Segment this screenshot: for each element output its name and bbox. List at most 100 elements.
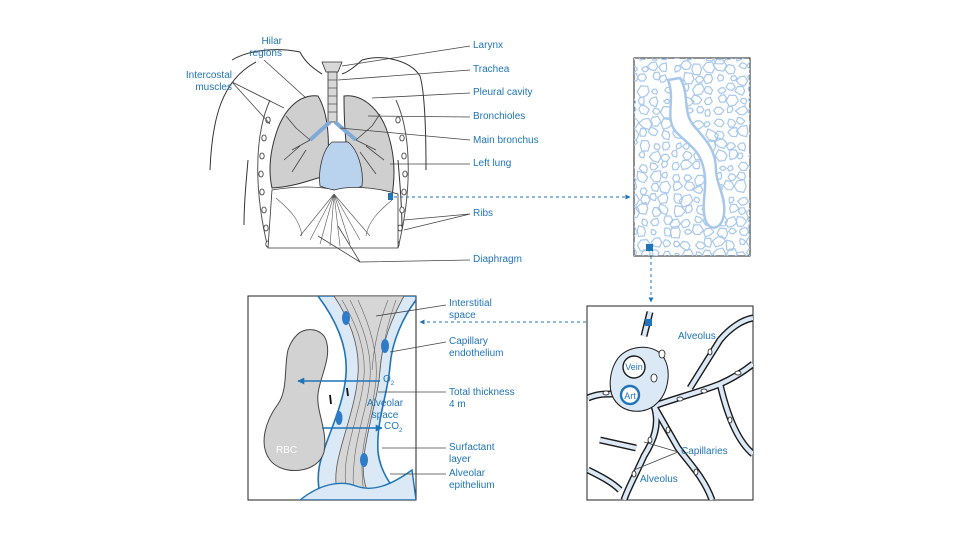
alveolus-cell <box>735 58 744 62</box>
alveolus-cell <box>748 120 750 125</box>
larynx <box>321 61 343 73</box>
alveolus-cell <box>729 75 738 82</box>
alveolus-cell <box>734 105 749 116</box>
alveolus-cell <box>636 85 650 99</box>
alveolus-cell <box>661 141 671 151</box>
alveolus-cell <box>650 228 657 236</box>
alveolus-cell <box>627 86 634 94</box>
label-interstitial-space: Interstitial space <box>449 298 492 322</box>
alveolus-cell <box>727 173 737 182</box>
alveolus-cell <box>674 58 680 59</box>
alveolus-cell <box>634 213 636 223</box>
alveolus-cell <box>658 74 668 84</box>
thorax-illustration <box>209 49 427 249</box>
label-o2-sub: 2 <box>390 381 395 387</box>
alveolus-cell <box>694 75 705 84</box>
alveolus-cell <box>749 177 750 180</box>
label-vein: Vein <box>625 362 643 372</box>
label-main-bronchus: Main bronchus <box>473 135 539 146</box>
alveolus-cell <box>690 94 703 105</box>
alveolus-cell <box>636 170 649 184</box>
label-trachea: Trachea <box>473 64 510 75</box>
vein <box>622 355 646 379</box>
alveolus-cell <box>658 62 668 73</box>
alveolus-cell <box>727 118 737 128</box>
alveolus-cell <box>680 218 691 229</box>
capillary-leaders <box>633 441 679 471</box>
label-line: muscles <box>195 82 232 93</box>
alveolus-cell <box>663 227 672 237</box>
alveolus-cell <box>694 215 704 224</box>
alveolus-cell <box>751 140 761 149</box>
alveolus-cell <box>745 248 750 256</box>
alveolus-cell <box>672 181 684 192</box>
alveolus-cell <box>675 142 683 150</box>
alveolus-cell <box>702 121 711 128</box>
right-lung <box>269 95 329 189</box>
alveolus-cell <box>634 181 638 192</box>
alveolus-cell <box>646 61 659 72</box>
alveolus-cell <box>738 62 748 70</box>
label-pleural-cavity: Pleural cavity <box>473 87 533 98</box>
label-co2-text: CO <box>384 421 399 432</box>
alveolus-cell <box>651 58 658 61</box>
alveolus-cell <box>634 166 635 170</box>
alveolus-cell <box>725 58 733 61</box>
alveolus-cell <box>737 207 747 215</box>
alveolus-cell <box>724 215 738 228</box>
alveolus-cell <box>634 72 639 82</box>
label-rbc: RBC <box>276 445 298 456</box>
alveolus-cell <box>636 225 647 238</box>
alveolus-cell <box>651 249 660 256</box>
alveolus-cell <box>747 224 750 236</box>
tissue-airway <box>666 76 726 229</box>
label-line: Interstitial <box>449 298 492 309</box>
alveolus-cell <box>725 94 740 108</box>
label-o2-text: O <box>383 374 391 385</box>
alveolus-cell <box>748 165 750 170</box>
alveolus-cell <box>640 194 651 205</box>
alveolus-cell <box>696 105 705 114</box>
alveolus-cell <box>647 126 659 137</box>
alveolus-cell <box>701 61 716 74</box>
alveolus-cell <box>634 154 635 156</box>
alveolus-cell <box>634 194 640 206</box>
alveolus-cell <box>659 58 669 61</box>
label-alveolar-space: Alveolar space <box>362 398 408 422</box>
lung-sample-marker <box>388 193 393 200</box>
label-diaphragm: Diaphragm <box>473 254 522 265</box>
rib-beads <box>258 116 408 248</box>
alveolus-cell <box>679 60 692 71</box>
alveolus-cell <box>739 237 747 246</box>
alveolus-cell <box>661 171 669 179</box>
alveolus-cell <box>681 150 693 161</box>
alveolus-cell <box>722 179 735 191</box>
alveolus-cell <box>648 193 657 202</box>
label-line: Alveolar <box>366 398 404 409</box>
alveolus-cell <box>691 63 703 76</box>
alveolus-cell <box>660 153 671 163</box>
alveolus-cell <box>745 207 750 220</box>
alveolus-cell <box>638 150 646 159</box>
label-line: regions <box>249 48 282 59</box>
alveolus-cell <box>735 116 746 125</box>
alveolus-cell <box>705 128 720 142</box>
trachea <box>327 71 338 123</box>
alveolus-cell <box>650 88 659 95</box>
alveolus-cell <box>727 126 740 138</box>
label-line: endothelium <box>449 348 504 359</box>
alveolus-cell <box>683 228 693 236</box>
alveolus-cell <box>749 132 750 136</box>
alveolus-cell <box>691 83 706 96</box>
alveolus-cell <box>694 241 707 250</box>
alveolus-cell <box>714 137 728 150</box>
artery <box>619 384 641 406</box>
alveolus-cell <box>748 200 750 204</box>
alveolus-cell <box>716 73 725 82</box>
alveolus-cell <box>712 106 725 116</box>
alveolus-cell <box>648 96 659 108</box>
alveolus-cell <box>712 58 728 65</box>
alveolus-cell <box>746 60 750 70</box>
label-capillary-endothelium: Capillary endothelium <box>449 336 503 360</box>
alveolus-cell <box>639 187 648 196</box>
